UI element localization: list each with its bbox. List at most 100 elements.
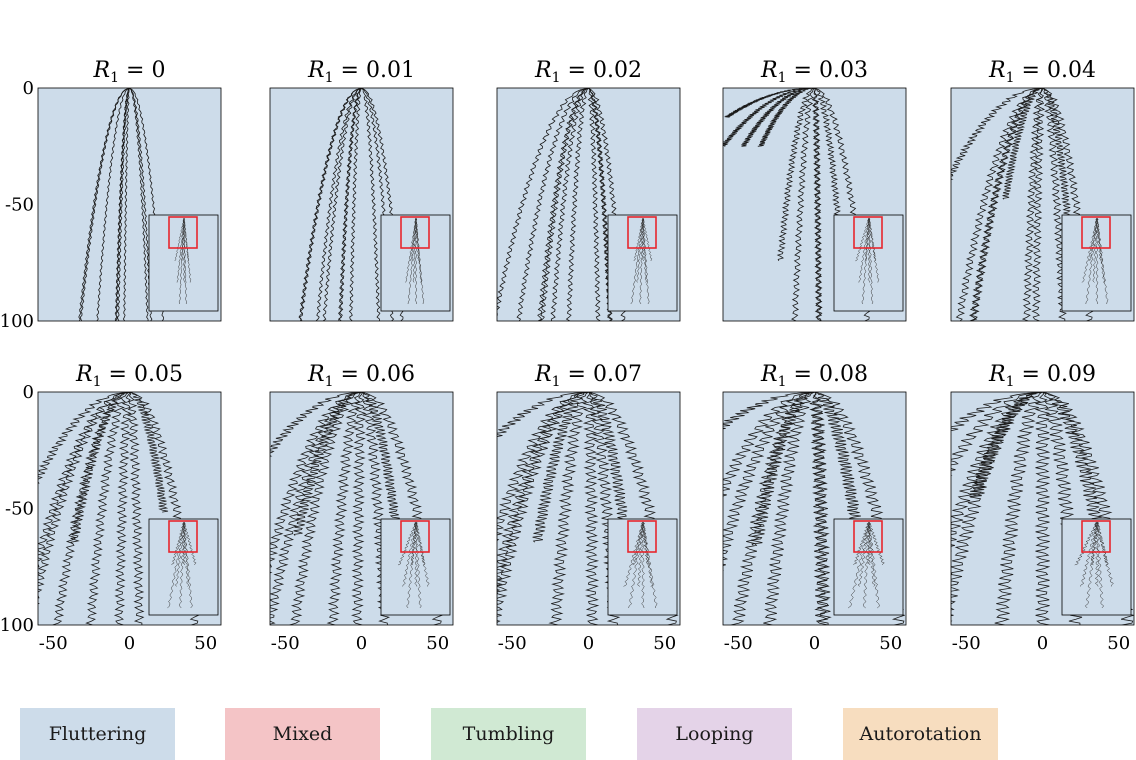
inset-trajectory-line xyxy=(868,521,880,609)
trajectory-line xyxy=(1002,88,1043,200)
legend-looping-label: Looping xyxy=(675,723,754,745)
inset-trajectory-line xyxy=(628,521,644,609)
inset-zoom-box xyxy=(1081,520,1111,553)
trajectory-line xyxy=(1031,88,1046,321)
inset-trajectory-line xyxy=(182,521,186,566)
inset-zoom-box xyxy=(853,520,883,553)
inset-trajectory-line xyxy=(642,521,654,587)
trajectory-line xyxy=(85,392,130,625)
trajectory-line xyxy=(532,392,589,543)
inset-trajectory-line xyxy=(847,521,871,609)
panel-title: R1 = 0.06 xyxy=(307,362,415,390)
trajectory-line xyxy=(497,392,589,440)
inset-trajectory-line xyxy=(171,521,185,566)
panel-title: R1 = 0.04 xyxy=(988,58,1096,86)
trajectory-line xyxy=(723,392,815,571)
x-tick-label: -50 xyxy=(952,633,981,654)
panel-title: R1 = 0.01 xyxy=(307,58,415,86)
trajectory-group xyxy=(723,392,905,625)
x-tick-label: 50 xyxy=(194,633,217,654)
panel-frame xyxy=(722,87,907,322)
trajectory-group xyxy=(497,88,626,321)
trajectory-line xyxy=(322,88,362,321)
inset-trajectory-line xyxy=(855,217,870,262)
inset-trajectory-line xyxy=(865,217,870,262)
inset-trajectory-line xyxy=(866,521,872,566)
trajectory-line xyxy=(741,88,815,147)
inset-trajectory-line xyxy=(641,521,645,609)
inset-trajectory-line xyxy=(183,217,185,283)
x-tick-label: 0 xyxy=(124,633,135,654)
inset-panel xyxy=(380,214,451,312)
trajectory-line xyxy=(361,392,402,532)
trajectory-line xyxy=(757,88,815,147)
trajectory-line xyxy=(516,88,589,321)
trajectory-line xyxy=(127,392,145,625)
panel-title: R1 = 0.02 xyxy=(534,58,642,86)
trajectory-line xyxy=(812,88,823,321)
panel-frame xyxy=(269,391,454,626)
trajectory-line xyxy=(70,392,130,544)
trajectory-line xyxy=(968,392,1043,498)
inset-trajectory-line xyxy=(178,217,185,305)
inset-panel xyxy=(607,518,678,616)
panel-0: R1 = 00-50-100 xyxy=(0,58,222,332)
inset-trajectory-line xyxy=(1095,217,1099,305)
x-tick-label: -50 xyxy=(498,633,527,654)
inset-trajectory-line xyxy=(397,521,418,566)
inset-trajectory-line xyxy=(174,217,185,262)
inset-trajectory-group xyxy=(630,217,653,305)
inset-trajectory-group xyxy=(397,521,430,609)
trajectory-line xyxy=(582,392,600,625)
inset-zoom-box xyxy=(400,520,430,553)
inset-trajectory-line xyxy=(407,217,417,305)
inset-trajectory-line xyxy=(402,521,417,587)
trajectory-line xyxy=(78,88,130,321)
inset-trajectory-line xyxy=(861,217,870,305)
x-tick-label: -50 xyxy=(39,633,68,654)
inset-trajectory-line xyxy=(1096,217,1105,283)
inset-trajectory-line xyxy=(863,521,871,609)
inset-trajectory-group xyxy=(1081,217,1109,305)
inset-trajectory-line xyxy=(867,521,876,587)
trajectory-line xyxy=(776,88,815,262)
trajectory-line xyxy=(497,392,589,554)
inset-trajectory-line xyxy=(414,521,430,587)
x-tick-label: 0 xyxy=(583,633,594,654)
trajectory-line xyxy=(315,88,362,321)
trajectory-line xyxy=(724,88,815,118)
legend-autorotation: Autorotation xyxy=(843,708,998,760)
legend-looping: Looping xyxy=(637,708,792,760)
panel-4: R1 = 0.04 xyxy=(950,58,1135,322)
trajectory-line xyxy=(951,392,1043,435)
panel-frame xyxy=(37,87,222,322)
inset-trajectory-line xyxy=(853,521,870,566)
panel-title: R1 = 0.07 xyxy=(534,362,642,390)
trajectory-line xyxy=(38,392,130,574)
trajectory-line xyxy=(293,392,362,536)
inset-trajectory-line xyxy=(867,217,871,283)
y-tick-label: -50 xyxy=(5,195,34,216)
y-tick-label: 0 xyxy=(23,382,34,403)
inset-panel xyxy=(833,518,904,616)
panel-title: R1 = 0 xyxy=(93,58,166,86)
trajectory-line xyxy=(587,88,601,321)
inset-trajectory-line xyxy=(641,521,650,566)
panel-title: R1 = 0.08 xyxy=(760,362,868,390)
trajectory-line xyxy=(96,88,130,321)
legend-fluttering: Fluttering xyxy=(20,708,175,760)
inset-trajectory-line xyxy=(1085,217,1098,305)
legend-fluttering-label: Fluttering xyxy=(48,723,147,745)
inset-trajectory-line xyxy=(167,521,185,609)
inset-trajectory-line xyxy=(642,217,653,262)
inset-trajectory-line xyxy=(1096,521,1109,566)
panel-1: R1 = 0.01 xyxy=(269,58,454,322)
inset-trajectory-line xyxy=(868,217,874,305)
trajectory-line xyxy=(750,392,815,546)
trajectory-line xyxy=(122,88,130,321)
x-tick-label: 50 xyxy=(879,633,902,654)
inset-trajectory-line xyxy=(1095,521,1114,587)
trajectory-line xyxy=(550,88,589,321)
panel-frame xyxy=(37,391,222,626)
